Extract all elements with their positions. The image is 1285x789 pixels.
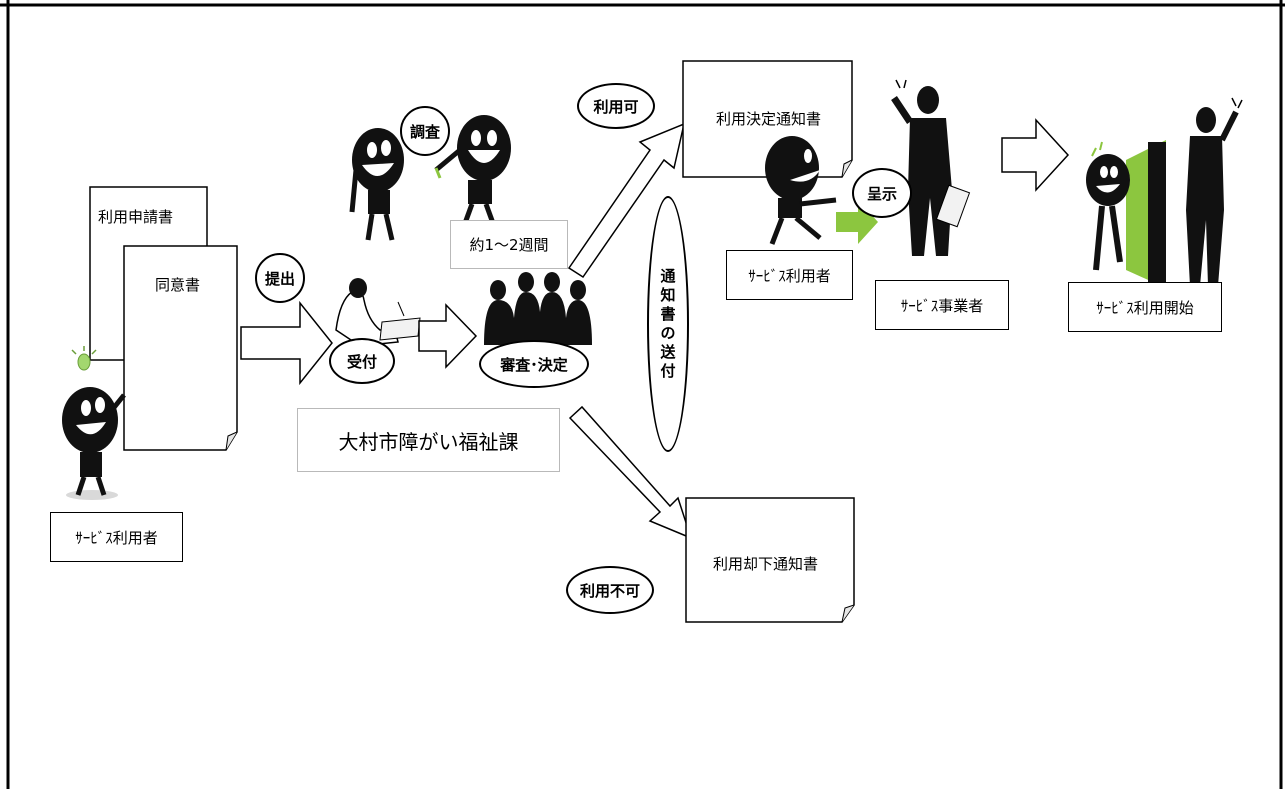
application-form-title: 利用申請書 — [98, 208, 174, 226]
investigator-characters — [349, 115, 511, 241]
service-user-label-mid: ｻｰﾋﾞｽ利用者 — [726, 250, 853, 300]
unavailable-oval: 利用不可 — [566, 566, 654, 614]
consent-form-doc — [123, 245, 238, 451]
notice-sending-oval: 通 知 書 の 送 付 — [647, 196, 689, 452]
notice-char-6: 付 — [660, 362, 676, 380]
notice-char-5: 送 — [660, 343, 676, 361]
available-oval: 利用可 — [577, 83, 655, 129]
notice-char-1: 通 — [660, 267, 676, 285]
user-character-left — [62, 387, 126, 500]
review-decision-oval: 審査･決定 — [479, 340, 589, 388]
notice-char-4: の — [660, 324, 676, 342]
meeting-group-figure — [484, 272, 592, 345]
arrow-submit — [240, 300, 333, 386]
notice-char-3: 書 — [660, 305, 676, 323]
present-oval: 呈示 — [852, 168, 912, 218]
duration-label: 約1～2週間 — [450, 220, 568, 269]
decision-notice-title: 利用決定通知書 — [716, 110, 822, 128]
department-label: 大村市障がい福祉課 — [297, 408, 560, 472]
arrow-to-review — [418, 303, 478, 369]
service-provider-label: ｻｰﾋﾞｽ事業者 — [875, 280, 1009, 330]
door-scene-figure — [1086, 97, 1243, 288]
investigation-oval: 調査 — [400, 106, 450, 156]
user-character-mid — [765, 136, 837, 245]
arrow-to-start — [1001, 118, 1070, 192]
notice-sending-text: 通 知 書 の 送 付 — [660, 267, 675, 381]
arrow-approve — [567, 122, 686, 279]
arrow-reject — [568, 405, 693, 540]
idea-bulb-icon — [71, 346, 97, 371]
reception-oval: 受付 — [329, 338, 395, 384]
clerk-figure — [335, 278, 421, 347]
rejection-notice-title: 利用却下通知書 — [713, 555, 819, 573]
rejection-notice-doc — [685, 497, 855, 623]
consent-form-title: 同意書 — [155, 276, 201, 294]
submit-oval: 提出 — [255, 253, 305, 303]
notice-char-2: 知 — [660, 286, 676, 304]
service-start-label: ｻｰﾋﾞｽ利用開始 — [1068, 282, 1222, 332]
service-user-label-left: ｻｰﾋﾞｽ利用者 — [50, 512, 183, 562]
provider-businessman-figure — [891, 79, 971, 256]
